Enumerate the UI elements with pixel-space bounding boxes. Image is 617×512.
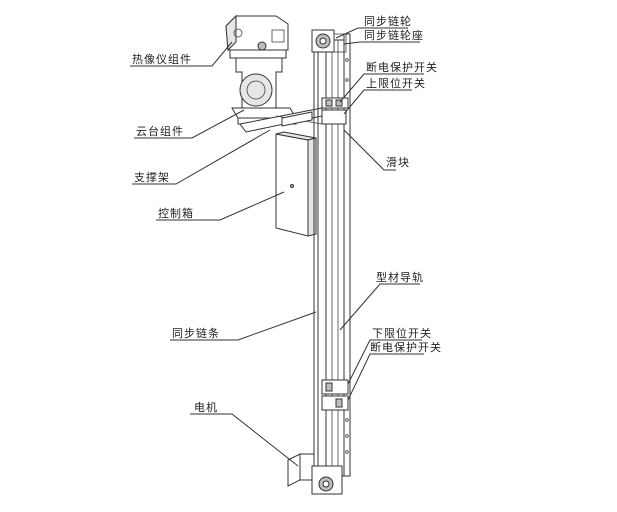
label-sprocket-seat: 同步链轮座 [364,28,424,42]
label-sync-sprocket: 同步链轮 [364,14,412,28]
motor-assembly [287,453,343,495]
ptz-assembly [231,57,297,125]
label-power-cut-top: 断电保护开关 [366,60,438,74]
control-box [275,131,317,237]
label-motor: 电机 [194,400,218,414]
top-switch-group [321,97,349,125]
label-thermal-imager: 热像仪组件 [132,52,192,66]
thermal-imager-assembly [225,14,289,59]
bottom-switch-group [321,379,349,411]
label-slider: 滑块 [386,156,410,169]
label-upper-limit: 上限位开关 [366,76,426,90]
label-control-box: 控制箱 [158,206,194,220]
labels: 热像仪组件 云台组件 支撑架 控制箱 同步链条 电机 同步链轮 同步链轮座 断电… [132,14,442,414]
label-lower-limit: 下限位开关 [372,326,432,340]
sync-sprocket-group [311,29,347,53]
rail-holes [345,58,349,454]
label-profile-rail: 型材导轨 [376,270,424,284]
label-sync-chain: 同步链条 [172,326,220,340]
label-bracket: 支撑架 [134,170,170,184]
sync-chain [313,48,319,470]
leader-lines [130,27,424,467]
label-power-cut-bottom: 断电保护开关 [370,340,442,354]
label-ptz: 云台组件 [136,124,184,138]
